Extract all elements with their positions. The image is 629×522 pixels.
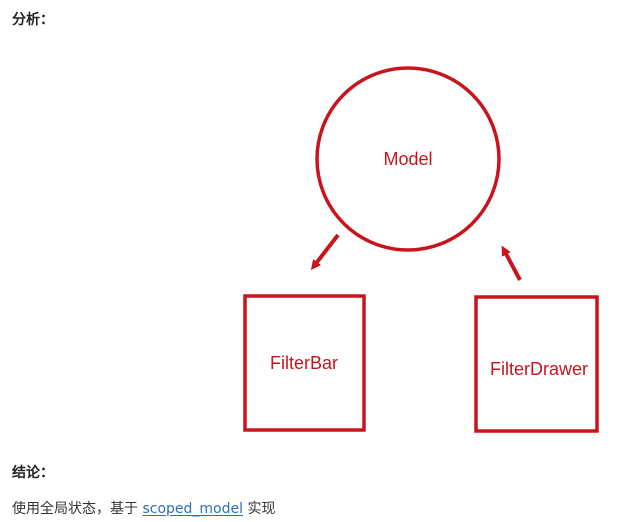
filterdrawer-box	[474, 295, 599, 433]
filterbar-label: FilterBar	[270, 353, 338, 373]
model-node: Model	[315, 66, 501, 252]
model-circle	[315, 66, 501, 252]
filterdrawer-node: FilterDrawer	[474, 295, 599, 433]
arrow-filterdrawer-to-model	[501, 245, 522, 281]
conclusion-text: 使用全局状态，基于 scoped_model 实现	[12, 498, 275, 518]
conclusion-text-after: 实现	[243, 501, 276, 517]
arrow-model-to-filterbar	[310, 233, 340, 270]
filterdrawer-label: FilterDrawer	[490, 359, 588, 379]
filterbar-box	[243, 294, 366, 432]
conclusion-heading: 结论：	[12, 465, 54, 481]
filterbar-node: FilterBar	[243, 294, 366, 432]
conclusion-text-before: 使用全局状态，基于	[12, 501, 143, 517]
scoped-model-link[interactable]: scoped_model	[142, 501, 243, 517]
analysis-heading: 分析：	[12, 12, 54, 28]
model-label: Model	[383, 149, 432, 169]
